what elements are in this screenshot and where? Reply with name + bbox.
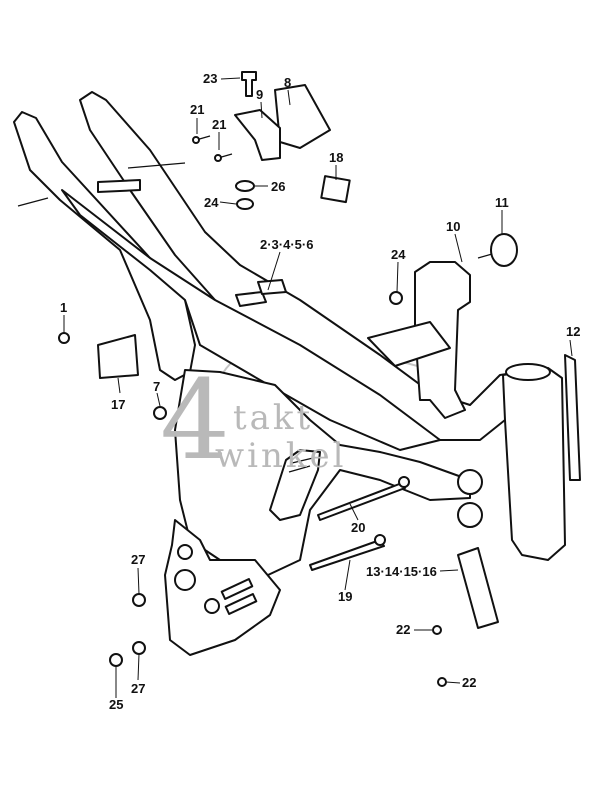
watermark-line2: winkel [215, 436, 347, 476]
callout-9: 9 [256, 87, 264, 102]
callout-22-lower: 22 [462, 675, 477, 690]
main-frame [13, 91, 566, 656]
callout-23: 23 [203, 71, 218, 86]
callout-20: 20 [351, 520, 366, 535]
watermark-digit: 4 [160, 356, 230, 484]
callout-25: 25 [109, 697, 124, 712]
leader-lines [63, 77, 573, 698]
callout-13-to-16: 13·14·15·16 [366, 564, 437, 579]
callout-27-upper: 27 [131, 552, 146, 567]
callout-7: 7 [153, 379, 161, 394]
callout-21-upper: 21 [190, 102, 205, 117]
callout-21-lower: 21 [212, 117, 227, 132]
callout-19: 19 [338, 589, 353, 604]
callout-24-lower: 24 [391, 247, 406, 262]
tank-cap [477, 233, 518, 267]
seat-bracket [274, 84, 331, 149]
callout-18: 18 [329, 150, 344, 165]
callout-10: 10 [446, 219, 461, 234]
callout-1: 1 [60, 300, 68, 315]
callout-12: 12 [566, 324, 581, 339]
watermark-line1: takt [233, 398, 314, 438]
bracket-plate [234, 109, 281, 161]
callout-17: 17 [111, 397, 126, 412]
callout-26: 26 [271, 179, 286, 194]
callout-27-lower: 27 [131, 681, 146, 696]
callout-8: 8 [284, 75, 292, 90]
callout-2-to-6: 2·3·4·5·6 [260, 237, 314, 252]
callout-24-upper: 24 [204, 195, 219, 210]
callout-11: 11 [495, 195, 509, 210]
callout-22-upper: 22 [396, 622, 411, 637]
bolt-23 [241, 71, 257, 97]
